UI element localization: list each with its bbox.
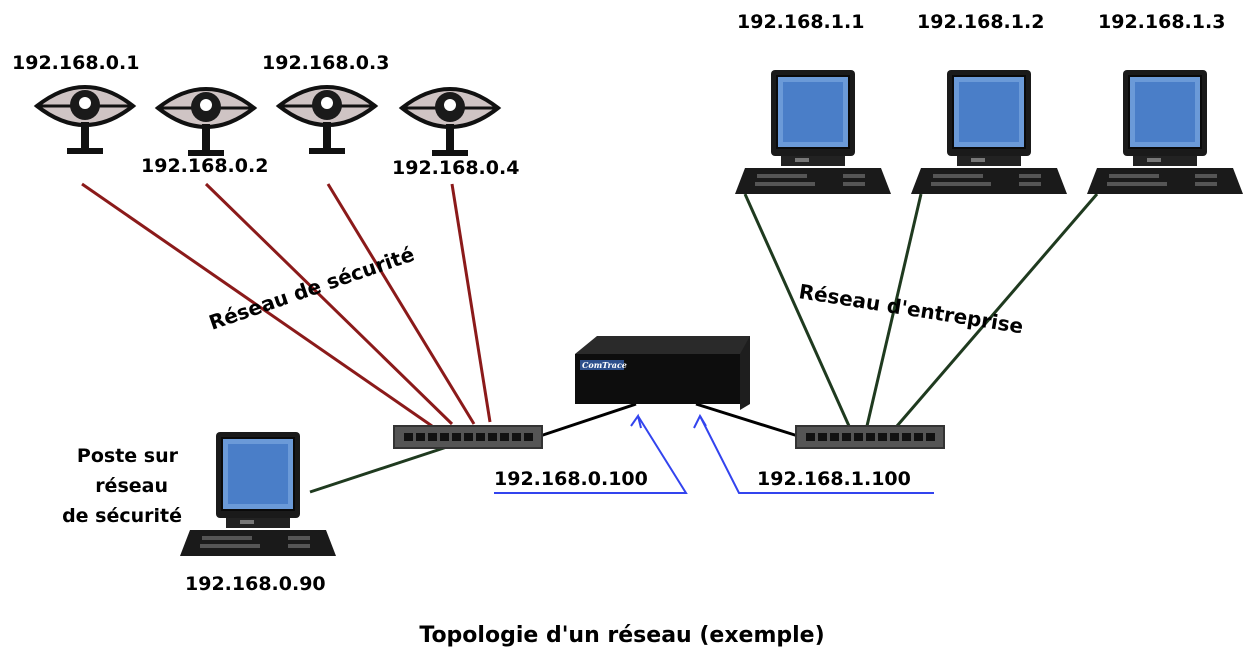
camera-ip-label: 192.168.0.4: [392, 157, 519, 179]
arrowhead-ip-security: [630, 413, 642, 429]
arrowhead-ip-enterprise: [693, 413, 707, 429]
arrow-ip-security: [494, 415, 688, 494]
computer-ip-label: 192.168.1.3: [1098, 11, 1225, 33]
link-device-security-switch: [539, 402, 637, 438]
link-computer-1: [743, 193, 851, 427]
link-camera-3: [326, 183, 476, 425]
network-switch-icon: [393, 425, 543, 449]
link-camera-1: [81, 182, 433, 428]
workstation-ip-label: 192.168.0.90: [185, 573, 326, 595]
arrow-ip-enterprise: [699, 415, 934, 494]
link-workstation: [309, 442, 457, 494]
security-camera-icon: [277, 85, 377, 156]
workstation-label-line-1: Poste sur: [77, 445, 179, 467]
computer-ip-label: 192.168.1.2: [917, 11, 1044, 33]
security-camera-icon: [400, 87, 500, 158]
link-computer-3: [895, 193, 1099, 427]
device-ip-security-label: 192.168.0.100: [494, 468, 648, 490]
camera-ip-label: 192.168.0.2: [141, 155, 268, 177]
link-computer-2: [865, 193, 923, 427]
computer-ip-label: 192.168.1.1: [737, 11, 864, 33]
network-switch-icon: [795, 425, 945, 449]
device-links: [539, 402, 799, 438]
desktop-computer-icon: [179, 431, 337, 557]
link-camera-2: [204, 182, 454, 426]
workstation-label-line-2: réseau: [95, 475, 168, 497]
annotation-arrows: [494, 413, 934, 494]
device-ip-enterprise-label: 192.168.1.100: [757, 468, 911, 490]
workstation-label-line-3: de sécurité: [62, 505, 182, 527]
link-camera-4: [450, 183, 492, 423]
diagram-caption: Topologie d'un réseau (exemple): [419, 623, 824, 648]
enterprise-network-links: [309, 193, 1099, 494]
security-network-label: Réseau de sécurité: [206, 242, 417, 335]
camera-ip-label: 192.168.0.3: [262, 52, 389, 74]
device-brand-label: ComTrace: [582, 360, 627, 370]
comtrace-device-icon: ComTrace: [575, 336, 750, 410]
desktop-computer-icon: [1086, 69, 1244, 195]
security-camera-icon: [156, 87, 256, 158]
desktop-computer-icon: [910, 69, 1068, 195]
enterprise-network-label: Réseau d'entreprise: [797, 279, 1025, 338]
camera-ip-label: 192.168.0.1: [12, 52, 139, 74]
security-camera-icon: [35, 85, 135, 156]
desktop-computer-icon: [734, 69, 892, 195]
link-device-enterprise-switch: [695, 402, 799, 438]
security-network-links: [81, 182, 492, 428]
